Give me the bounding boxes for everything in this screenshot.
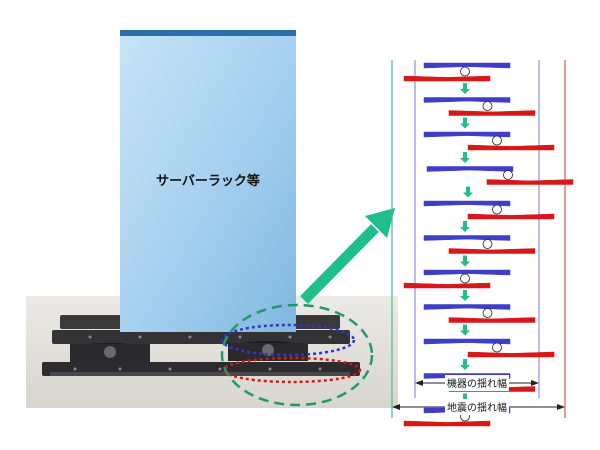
ball-bearing-icon xyxy=(492,342,502,353)
bolt-dots xyxy=(73,335,332,371)
earthquake-sway-indicator: 地震の揺れ幅 xyxy=(392,399,565,415)
server-rack xyxy=(120,32,296,332)
down-arrow-icon xyxy=(460,255,470,267)
upper-plate xyxy=(423,200,511,207)
ball-bearing-icon xyxy=(460,66,470,77)
upper-plate xyxy=(423,338,511,345)
lower-plate xyxy=(467,144,555,151)
down-arrow-icon xyxy=(460,117,470,129)
upper-plate xyxy=(423,235,511,241)
ball-bearing-icon xyxy=(482,308,493,318)
server-rack-top xyxy=(120,30,296,36)
lower-plate xyxy=(448,110,536,116)
down-arrow-icon xyxy=(460,290,470,301)
lower-plate-highlight xyxy=(222,356,362,384)
ball-bearing-icon xyxy=(482,101,493,111)
upper-plate xyxy=(423,269,511,276)
earthquake-sway-label: 地震の揺れ幅 xyxy=(447,401,507,414)
upper-plate-highlight xyxy=(220,323,356,357)
isolator-photo: サーバーラック等 xyxy=(26,30,398,408)
down-arrow-icon xyxy=(460,359,470,370)
lower-plate xyxy=(467,213,555,220)
sequence-frame xyxy=(423,235,536,267)
sequence-frames xyxy=(403,62,574,427)
sway-sequence-panel: 機器の揺れ幅 地震の揺れ幅 xyxy=(391,60,574,427)
sequence-frame xyxy=(423,304,536,336)
sequence-frame xyxy=(423,97,536,129)
rack-label: サーバーラック等 xyxy=(156,173,260,189)
upper-plate xyxy=(423,97,511,103)
ball-bearing-icon xyxy=(482,239,493,249)
sequence-frame xyxy=(423,131,555,163)
equipment-sway-indicator: 機器の揺れ幅 xyxy=(415,375,539,391)
isolator-focus-ellipse xyxy=(220,303,374,407)
lower-plate xyxy=(403,75,491,82)
sequence-frame xyxy=(423,200,555,232)
down-arrow-icon xyxy=(460,83,470,94)
ball-bearing-icon xyxy=(460,273,470,284)
upper-plate xyxy=(426,166,514,172)
down-arrow-icon xyxy=(460,152,470,163)
upper-base-frame xyxy=(52,330,350,344)
sequence-frame xyxy=(423,338,555,370)
sequence-frame xyxy=(426,166,574,198)
upper-plate xyxy=(423,304,511,310)
sequence-frame xyxy=(403,269,511,301)
down-arrow-icon xyxy=(460,221,470,232)
lower-plate xyxy=(486,179,574,185)
upper-plate xyxy=(423,62,511,69)
ball-bearing-icon xyxy=(492,135,502,146)
ball-bearing-icon xyxy=(104,346,116,358)
down-arrow-icon xyxy=(463,186,473,198)
ball-bearing-icon xyxy=(492,204,502,215)
arrow-icon xyxy=(300,208,395,304)
lower-plate xyxy=(467,351,555,358)
lower-plate xyxy=(403,420,491,427)
down-arrow-icon xyxy=(460,324,470,336)
ball-bearing-icon xyxy=(503,170,513,180)
sequence-frame xyxy=(403,62,511,94)
equipment-sway-label: 機器の揺れ幅 xyxy=(447,377,507,390)
upper-plate xyxy=(423,131,511,138)
lower-plate xyxy=(448,248,536,254)
lower-plate xyxy=(448,317,536,323)
lower-plate xyxy=(403,282,491,289)
